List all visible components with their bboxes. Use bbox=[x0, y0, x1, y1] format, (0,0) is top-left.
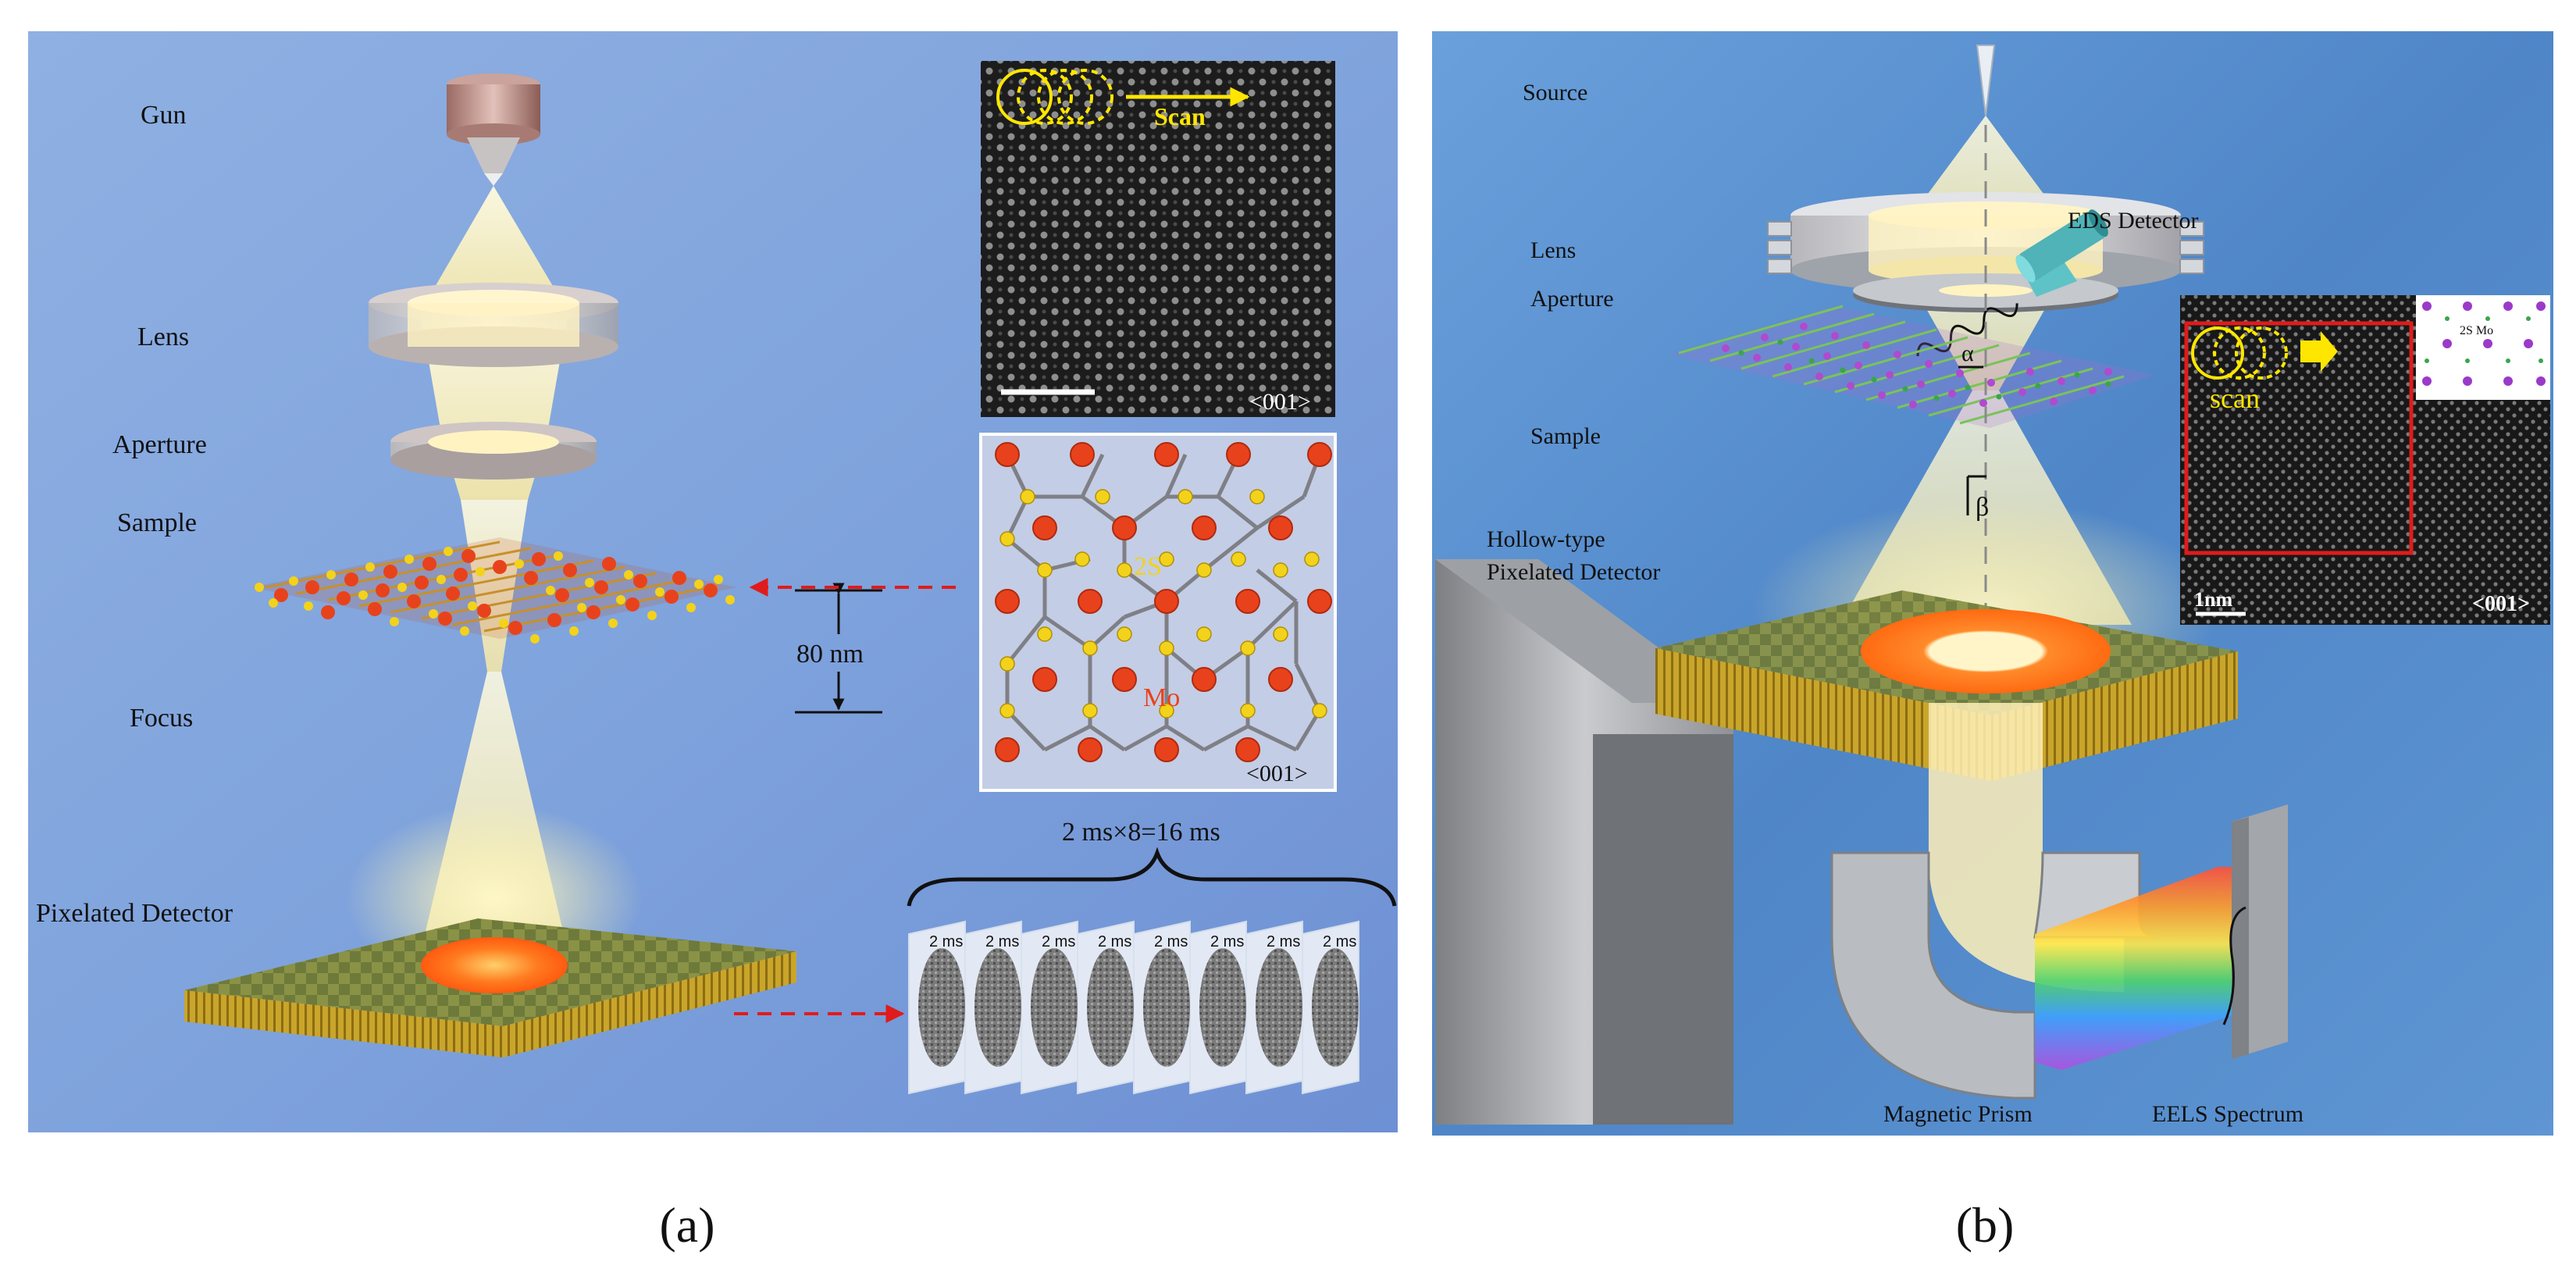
molybdenum-label: Mo bbox=[1143, 683, 1180, 712]
label-sample-a: Sample bbox=[117, 508, 197, 537]
structure-diagram bbox=[979, 433, 1337, 792]
diffraction-spot-a bbox=[421, 937, 568, 993]
sample-lattice-a bbox=[251, 537, 737, 644]
label-detector-line2: Pixelated Detector bbox=[1487, 559, 1660, 585]
caption-b: (b) bbox=[1956, 1197, 2015, 1253]
sample-lattice-b bbox=[1669, 305, 2155, 428]
scale-bar-label-b: 1nm bbox=[2194, 588, 2232, 611]
electron-source bbox=[1976, 45, 1996, 116]
label-gun: Gun bbox=[141, 101, 187, 130]
inset-atom-labels: 2S Mo bbox=[2460, 324, 2493, 337]
scan-region-box bbox=[2184, 321, 2414, 555]
frame-stack bbox=[907, 847, 1397, 1095]
label-magnetic-prism: Magnetic Prism bbox=[1883, 1101, 2033, 1127]
label-aperture-a: Aperture bbox=[112, 430, 207, 459]
frame-label: 2 ms bbox=[985, 933, 1019, 950]
frame-label: 2 ms bbox=[1210, 933, 1244, 950]
caption-a: (a) bbox=[659, 1197, 714, 1253]
label-lens-a: Lens bbox=[137, 323, 189, 351]
zone-axis-stem-a: <001> bbox=[1249, 389, 1311, 415]
frame-label: 2 ms bbox=[1323, 933, 1356, 950]
frame-brace bbox=[907, 847, 1397, 907]
condenser-lens bbox=[369, 283, 618, 367]
frame-label: 2 ms bbox=[1098, 933, 1131, 950]
distance-marker bbox=[795, 583, 882, 714]
scan-label-b: scan bbox=[2210, 383, 2260, 414]
label-lens-b: Lens bbox=[1530, 237, 1576, 263]
frame-label: 2 ms bbox=[1042, 933, 1075, 950]
eels-screen bbox=[2222, 804, 2288, 1059]
panel-a: Gun Lens Aperture Sample Focus Pixelated… bbox=[28, 31, 1398, 1132]
stem-image-b bbox=[2180, 295, 2550, 625]
scan-label-a: Scan bbox=[1154, 102, 1206, 130]
label-eels-spectrum: EELS Spectrum bbox=[2152, 1101, 2303, 1127]
beam-tube bbox=[1929, 703, 2124, 992]
sulfur-label: 2S bbox=[1134, 552, 1162, 581]
frame-label: 2 ms bbox=[929, 933, 963, 950]
label-pixelated-detector-a: Pixelated Detector bbox=[36, 899, 233, 928]
label-aperture-b: Aperture bbox=[1530, 286, 1614, 312]
label-source: Source bbox=[1523, 80, 1587, 105]
label-eds-detector: EDS Detector bbox=[2068, 208, 2198, 234]
frame-label: 2 ms bbox=[1154, 933, 1188, 950]
panel-b: Source EDS Detector Lens Aperture Sample… bbox=[1432, 31, 2553, 1136]
beam-upper bbox=[420, 186, 568, 312]
label-sample-b: Sample bbox=[1530, 423, 1601, 449]
label-distance: 80 nm bbox=[796, 640, 864, 669]
zone-axis-structure-a: <001> bbox=[1246, 761, 1308, 786]
label-detector-line1: Hollow-type bbox=[1487, 526, 1605, 552]
frames-timing: 2 ms×8=16 ms bbox=[1062, 818, 1220, 847]
beam-converging bbox=[461, 500, 528, 672]
aperture-a bbox=[390, 422, 597, 480]
pixelated-detector-a bbox=[184, 918, 796, 1057]
zone-axis-b: <001> bbox=[2472, 592, 2530, 616]
stem-image-a bbox=[981, 61, 1335, 417]
frame-label: 2 ms bbox=[1267, 933, 1300, 950]
hollow-pixelated-detector bbox=[1655, 590, 2238, 781]
eds-detector bbox=[1916, 209, 2108, 357]
electron-gun bbox=[447, 73, 540, 186]
alpha-label: α bbox=[1961, 341, 1974, 366]
eels-rainbow bbox=[2035, 867, 2257, 1070]
label-focus: Focus bbox=[130, 704, 193, 733]
beta-label: β bbox=[1976, 493, 1989, 522]
